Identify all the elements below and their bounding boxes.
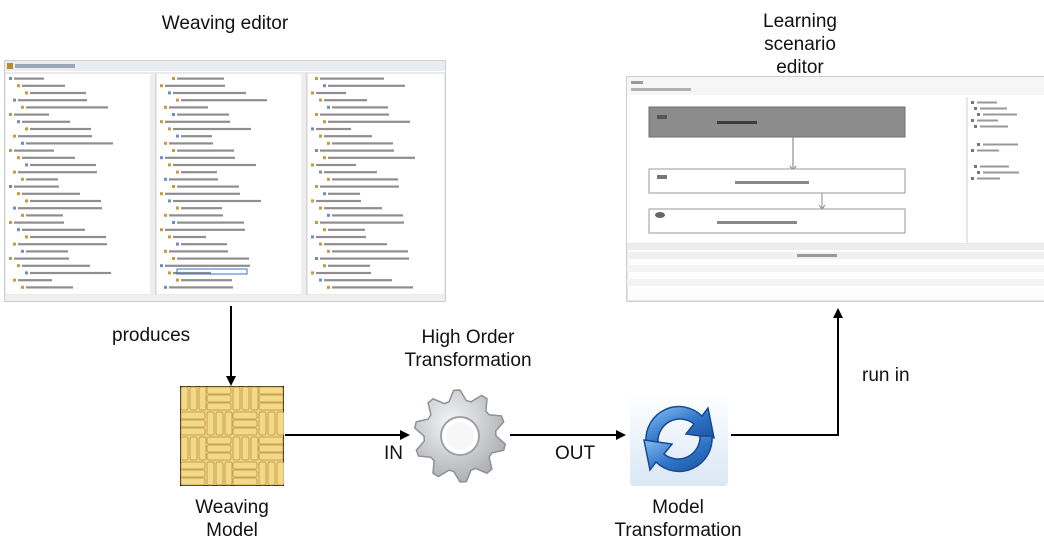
weaving-model-line-1: Weaving [195,497,269,518]
refresh-arrows-icon [630,392,728,486]
out-label: OUT [555,443,596,464]
produces-label: produces [112,325,191,346]
weaving-editor-thumbnail [5,61,445,301]
hot-label: High Order Transformation [388,326,548,372]
gear-icon [413,389,507,483]
model-transformation-line-1: Model [652,497,704,518]
learning-scenario-editor-title: Learning scenario editor [740,10,860,79]
model-transformation-line-2: Transformation [614,520,742,541]
woven-fabric-icon [180,386,284,486]
model-transformation-label: Model Transformation [598,496,758,542]
weaving-model-line-2: Model [206,520,258,541]
run-in-label: run in [862,365,910,386]
hot-line-2: Transformation [404,350,532,371]
title-line-1: Learning [763,11,837,32]
run-in-arrow [731,308,843,436]
learning-scenario-editor-screenshot [626,76,1044,302]
weaving-model-label: Weaving Model [172,496,292,542]
learning-scenario-thumbnail [627,77,1044,301]
title-line-3: editor [776,57,824,78]
title-line-2: scenario [764,34,836,55]
weaving-editor-screenshot [4,60,446,302]
hot-line-1: High Order [421,327,515,348]
in-label: IN [384,443,403,464]
weaving-editor-title: Weaving editor [161,13,289,34]
